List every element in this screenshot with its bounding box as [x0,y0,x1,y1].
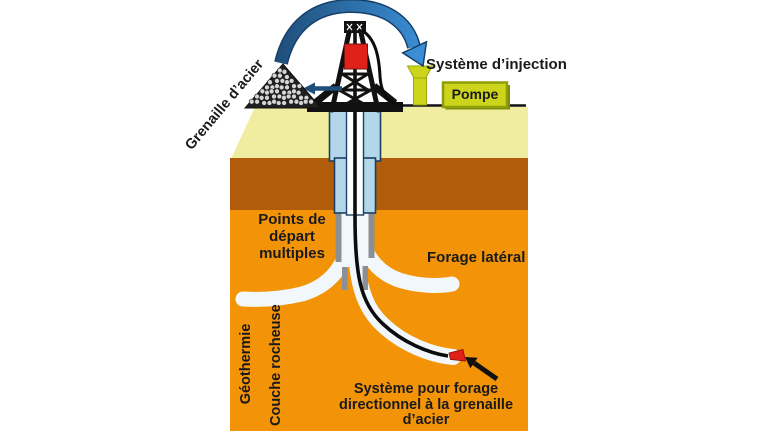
label-line: Points de [258,211,326,228]
steel-shot-pile [243,63,323,109]
shot-pellet [266,100,273,106]
label-line: multiples [259,245,325,262]
pump-box [441,81,509,109]
shot-pellet [254,93,260,100]
crown-block [344,21,366,33]
shot-pellet [281,68,288,75]
label-lateral-drilling: Forage latéral [427,249,526,266]
recirculation-arc [274,0,428,68]
shot-pellet [277,72,283,79]
label-shot-drilling-system: Système pour forage directionnel à la gr… [325,381,527,429]
label-line: Système pour forage [353,381,499,397]
shot-pellet [258,94,265,101]
shot-pellet [284,79,290,86]
derrick-rail [329,25,353,113]
bit-pointer-shaft [472,360,499,382]
shot-pellet [248,98,255,105]
shot-pellet [271,93,277,100]
traveling-block-red [344,43,368,70]
casing-stub [342,267,348,290]
label-rock-layer: Couche rocheuse [268,304,284,426]
pump-unit [441,81,510,110]
directional-drill-bit [448,349,467,362]
shot-pellet [275,100,282,106]
shot-pellet [285,93,292,100]
drill-string-cable [353,30,449,358]
shot-pellet [291,88,297,95]
shot-pellet [281,100,287,106]
shot-pellet [274,83,280,89]
shot-pellet [277,67,283,74]
bit-pointer-arrow [465,357,499,382]
shot-pellet [295,89,302,96]
shot-pellet [288,98,294,105]
shot-pellet [268,88,275,95]
shot-pellet [296,83,303,89]
shot-pellet [254,98,260,105]
shot-pellet [261,100,267,106]
shot-pellet [276,93,283,100]
injection-hose [360,28,404,106]
label-line: directionnel à la grenaille d’acier [338,396,514,428]
shot-pellet [281,89,287,96]
casing-stub [368,212,375,258]
shot-pellet [264,84,270,91]
shot-pellet [264,94,270,101]
shot-pellet [288,78,295,84]
shot-pellet [298,94,304,101]
shot-pellet [308,98,314,105]
injector-valve [406,65,434,106]
crown-block-detail [346,23,363,31]
label-multiple-start-points: Points de départ multiples [240,211,344,262]
label-geothermal: Géothermie [238,323,254,405]
injector-body [413,77,427,106]
casing-stub [362,266,368,290]
label-line: départ [269,228,315,245]
shot-pellet [274,78,280,84]
shot-pellet [271,98,277,105]
casing-stubs [335,212,375,290]
bit-pointer-head [465,357,478,369]
shot-pellet [284,84,290,91]
shot-pellet [264,89,270,96]
shot-pellet [267,79,273,86]
shot-return-arrow [303,82,342,95]
derrick-base [307,102,403,112]
label-pump: Pompe [451,86,499,102]
shot-pellet [298,100,304,106]
shot-pellets [248,67,314,106]
brown-rock-layer [230,158,528,211]
derrick-rail [357,25,381,113]
shot-return-head [303,82,315,95]
arc-ribbon [275,0,420,65]
shot-pellet [291,93,297,100]
shot-pellet [279,78,286,84]
shot-pellet [271,72,278,79]
shot-pellet [291,83,297,89]
shot-pellet [281,94,287,101]
shot-pellet [259,88,266,95]
shot-pellet [302,98,309,105]
shot-pellet [293,98,300,105]
label-injection-system: Système d’injection [426,56,567,73]
shot-pellet [284,74,290,80]
shot-pellet [274,88,280,95]
arc-arrowhead [401,40,428,68]
shot-pellet [278,84,285,91]
casing-stub [335,212,342,262]
